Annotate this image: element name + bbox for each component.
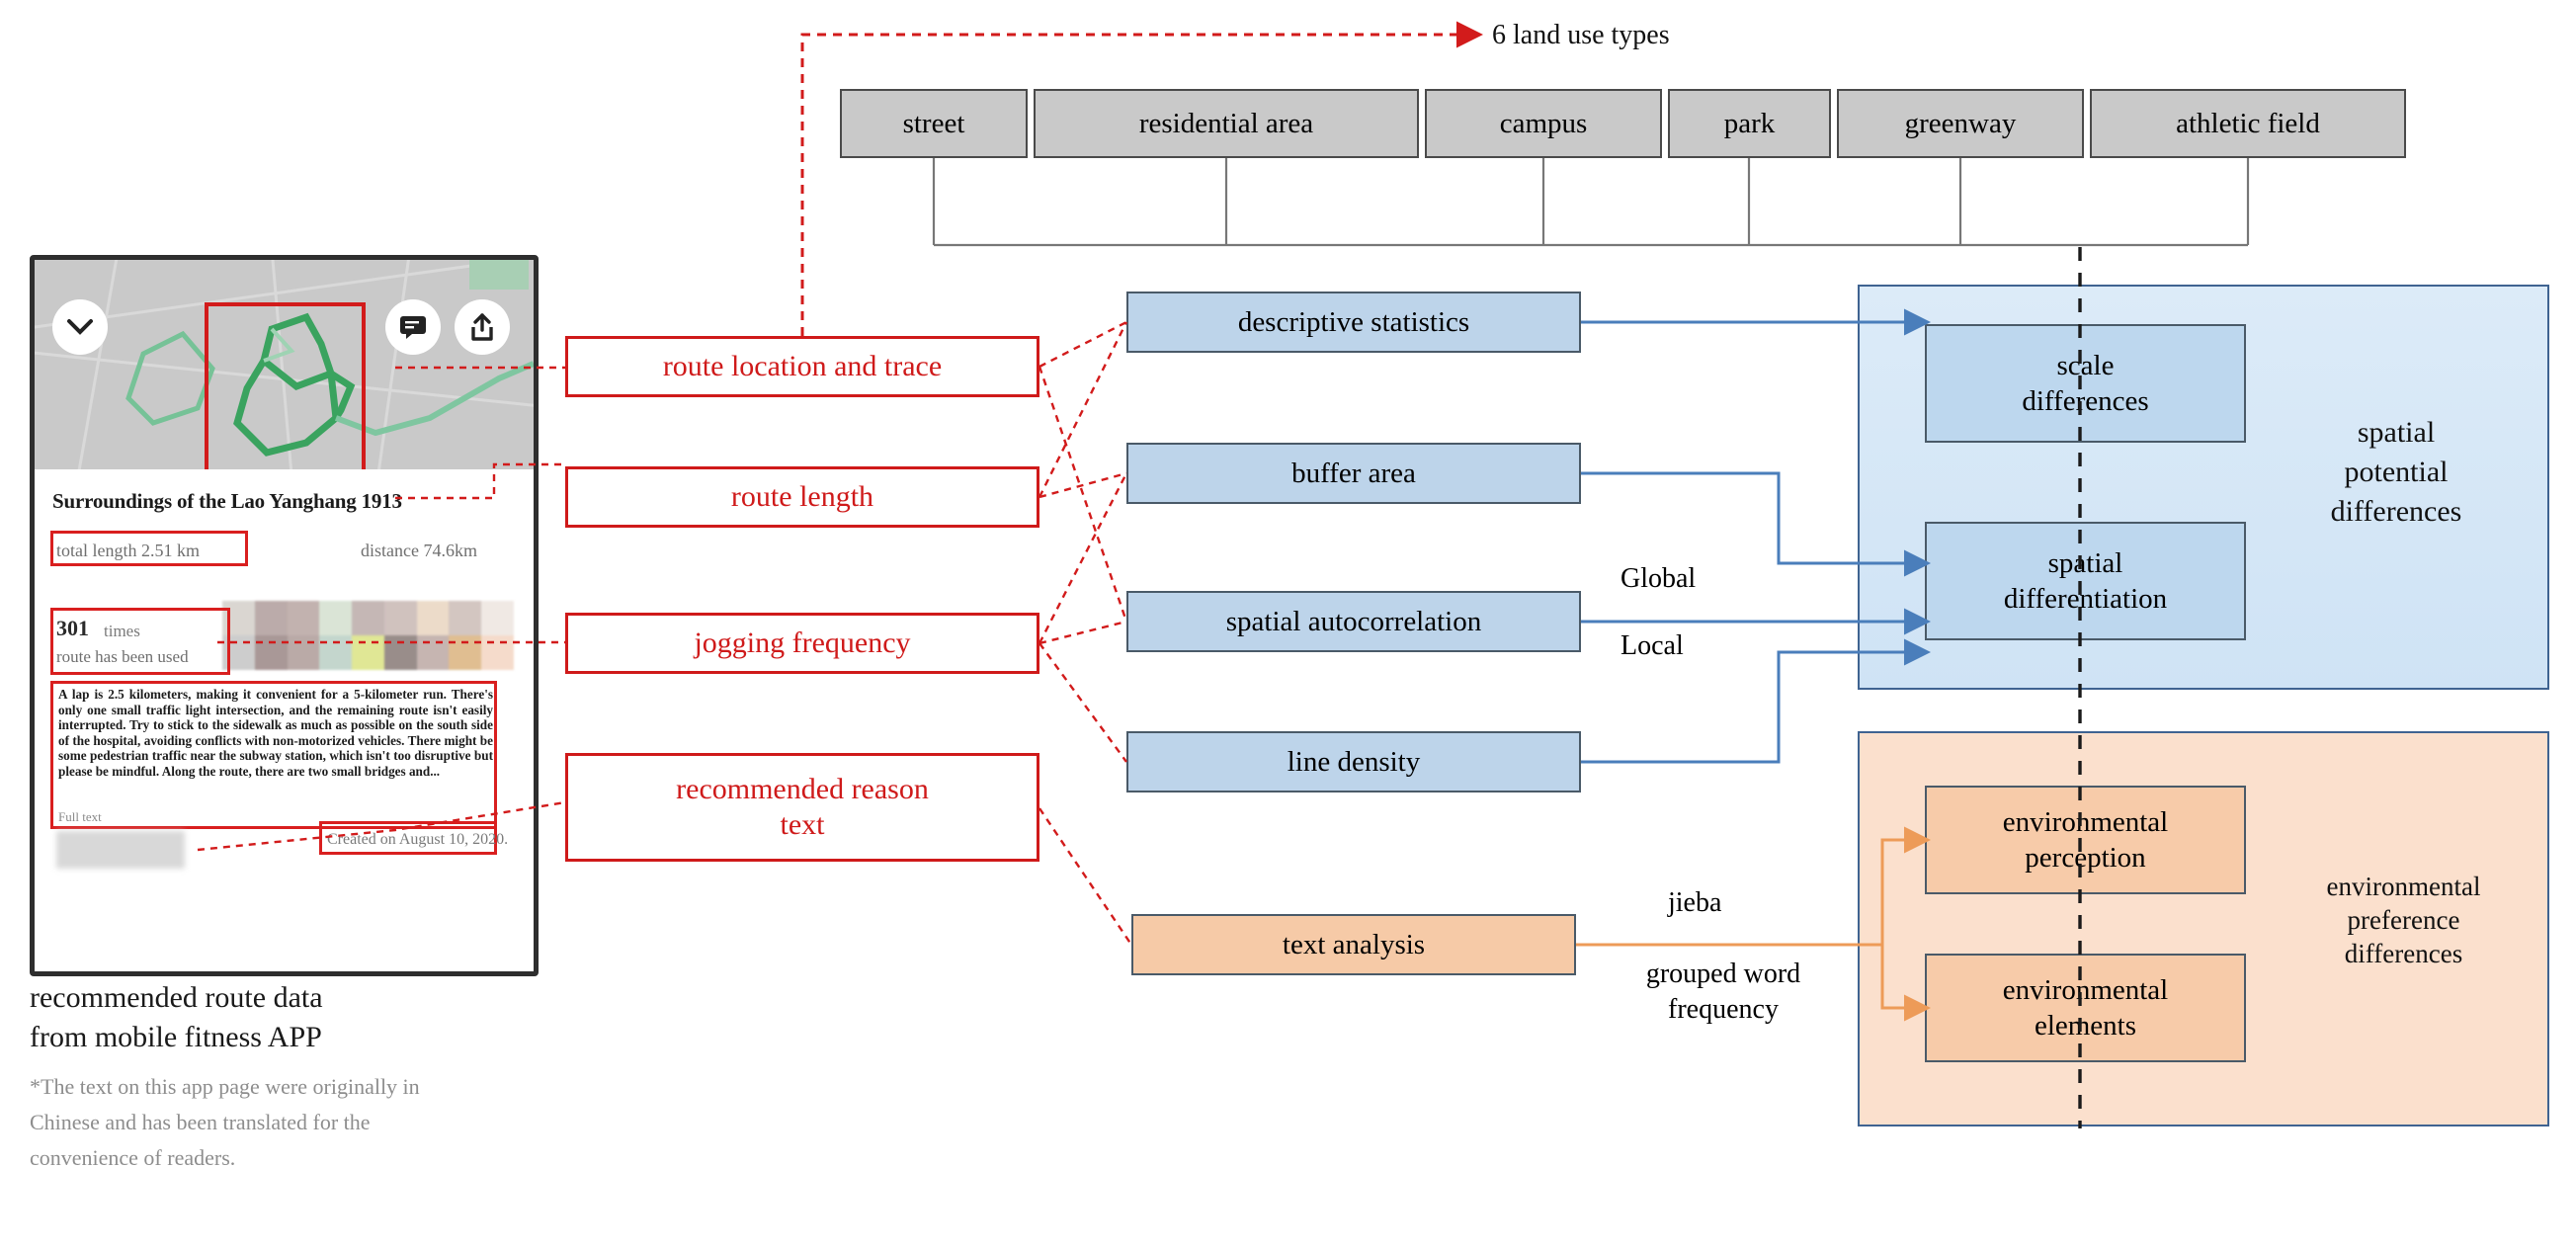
method-descriptive-statistics[interactable]: descriptive statistics <box>1126 292 1581 353</box>
annotation-route-location-and-trace[interactable]: route location and trace <box>565 336 1039 397</box>
land-use-label: athletic field <box>2176 107 2320 139</box>
edge-label-global: Global <box>1620 563 1697 594</box>
method-label: text analysis <box>1282 929 1426 960</box>
panel-label-spatial: spatial potential differences <box>2330 416 2462 528</box>
route-title: Surroundings of the Lao Yanghang 1913 <box>52 489 402 513</box>
distance-value: distance 74.6km <box>361 541 477 560</box>
land-use-greenway[interactable]: greenway <box>1837 89 2084 158</box>
land-use-header: 6 land use types <box>1492 20 1670 50</box>
method-spatial-autocorrelation[interactable]: spatial autocorrelation <box>1126 591 1581 652</box>
full-text-link[interactable]: Full text <box>58 809 102 824</box>
method-label: buffer area <box>1291 458 1416 489</box>
annotation-label: recommended reason text <box>676 773 929 841</box>
edge-label-jieba: jieba <box>1668 887 1722 918</box>
method-label: spatial autocorrelation <box>1225 606 1482 637</box>
method-label: descriptive statistics <box>1237 306 1470 338</box>
land-use-campus[interactable]: campus <box>1425 89 1662 158</box>
result-environmental-perception[interactable]: environmental perception <box>1925 786 2246 894</box>
annotation-label: jogging frequency <box>694 626 911 659</box>
times-count: 301 <box>56 616 89 640</box>
total-length-value: total length 2.51 km <box>56 541 200 560</box>
mobile-app-screenshot: Surroundings of the Lao Yanghang 1913 to… <box>30 255 539 976</box>
map-highlight-box <box>205 302 366 469</box>
phone-caption: recommended route data from mobile fitne… <box>30 981 323 1053</box>
land-use-label: campus <box>1499 107 1588 139</box>
land-use-label: residential area <box>1138 107 1314 139</box>
result-label: environmental elements <box>2002 974 2169 1042</box>
color-swatch-strip <box>222 601 515 670</box>
redacted-author-bar <box>56 831 185 869</box>
method-line-density[interactable]: line density <box>1126 731 1581 792</box>
result-label: spatial differentiation <box>2003 547 2168 615</box>
land-use-athletic-field[interactable]: athletic field <box>2090 89 2406 158</box>
result-scale-differences[interactable]: scale differences <box>1925 324 2246 443</box>
translation-note: *The text on this app page were original… <box>30 1074 420 1170</box>
chevron-down-icon[interactable] <box>52 299 108 355</box>
annotation-jogging-frequency[interactable]: jogging frequency <box>565 613 1039 674</box>
route-map <box>35 260 534 469</box>
land-use-label: greenway <box>1904 107 2017 139</box>
result-label: scale differences <box>2022 350 2149 417</box>
annotation-label: route length <box>730 480 874 513</box>
red-dashed-method-links <box>1038 320 1132 946</box>
comment-icon[interactable] <box>385 299 441 355</box>
result-label: environmental perception <box>2002 806 2169 874</box>
result-spatial-differentiation[interactable]: spatial differentiation <box>1925 522 2246 640</box>
annotation-label: route location and trace <box>662 350 943 382</box>
method-text-analysis[interactable]: text analysis <box>1131 914 1576 975</box>
land-use-park[interactable]: park <box>1668 89 1831 158</box>
land-use-label: street <box>902 107 965 139</box>
created-date: Created on August 10, 2020. <box>327 831 509 848</box>
share-icon[interactable] <box>455 299 510 355</box>
land-use-label: park <box>1723 107 1776 139</box>
recommendation-paragraph: A lap is 2.5 kilometers, making it conve… <box>58 687 493 779</box>
result-environmental-elements[interactable]: environmental elements <box>1925 954 2246 1062</box>
annotation-route-length[interactable]: route length <box>565 466 1039 528</box>
annotation-recommended-reason-text[interactable]: recommended reason text <box>565 753 1039 862</box>
land-use-street[interactable]: street <box>840 89 1028 158</box>
method-buffer-area[interactable]: buffer area <box>1126 443 1581 504</box>
method-label: line density <box>1287 746 1421 778</box>
panel-label-environmental: environmental preference differences <box>2326 872 2481 968</box>
land-use-residential-area[interactable]: residential area <box>1034 89 1419 158</box>
land-use-tree-connectors <box>932 158 2250 247</box>
times-unit: times <box>104 622 140 640</box>
edge-label-grouped-word-frequency: grouped word frequency <box>1645 959 1801 1025</box>
times-description: route has been used <box>56 647 189 666</box>
edge-label-local: Local <box>1620 630 1684 661</box>
total-length-highlight <box>50 531 248 566</box>
